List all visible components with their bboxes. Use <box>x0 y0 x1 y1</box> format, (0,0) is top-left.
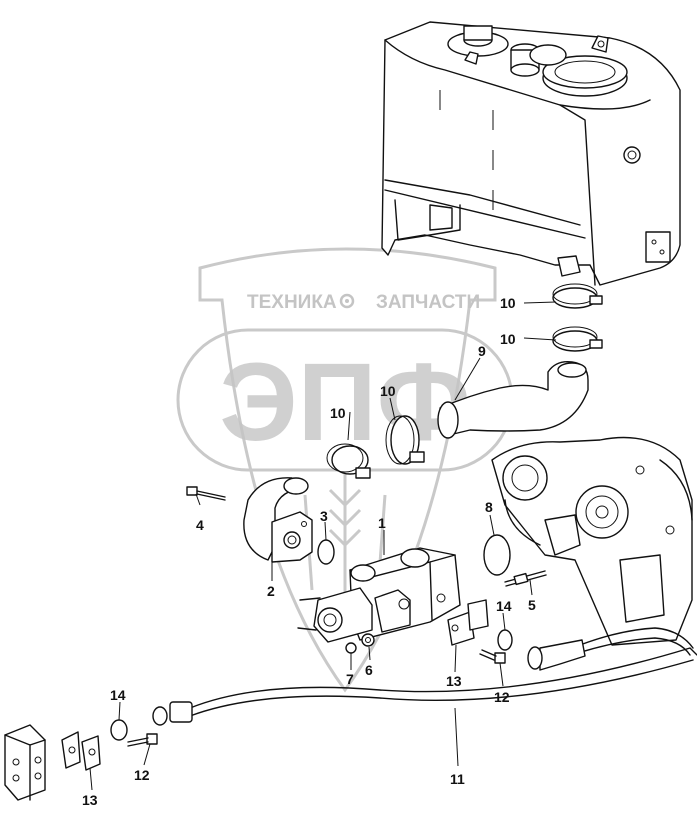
watermark: ТЕХНИКА ЗАПЧАСТИ ЭПФ <box>176 247 514 693</box>
flange-half-13-right <box>447 599 489 646</box>
watermark-logo-letters: ЭПФ <box>219 341 470 464</box>
bolt-12-right <box>479 649 506 664</box>
bolt-4 <box>186 486 226 501</box>
callout-5: 5 <box>528 597 536 613</box>
callout-14-right: 14 <box>496 598 512 614</box>
hose-clamp-10-top-2 <box>552 326 603 352</box>
watermark-text-left: ТЕХНИКА <box>247 292 337 313</box>
hose-clamp-10-mid-1 <box>385 415 425 465</box>
hose-clamp-10-top-1 <box>552 283 603 309</box>
callout-7: 7 <box>346 671 354 687</box>
gear-pump-1 <box>297 547 461 643</box>
callout-14-left: 14 <box>110 687 126 703</box>
o-ring-14-right <box>497 629 513 651</box>
callout-10-mid-1: 10 <box>380 383 396 399</box>
o-ring-3 <box>317 539 335 565</box>
callout-8: 8 <box>485 499 493 515</box>
callout-4: 4 <box>196 517 204 533</box>
leader-lines <box>89 301 557 791</box>
o-ring-8 <box>483 534 511 576</box>
callout-12-left: 12 <box>134 767 150 783</box>
callout-9: 9 <box>478 343 486 359</box>
elbow-2 <box>243 477 313 563</box>
callout-1: 1 <box>378 515 386 531</box>
callout-13-left: 13 <box>82 792 98 808</box>
nut-7 <box>345 642 357 654</box>
nut-6 <box>361 633 375 647</box>
callout-11: 11 <box>450 771 465 787</box>
pressure-hose-11 <box>152 627 697 726</box>
callout-10-top-2: 10 <box>500 331 516 347</box>
callout-2: 2 <box>267 583 275 599</box>
callout-10-top-1: 10 <box>500 295 516 311</box>
callout-6: 6 <box>365 662 373 678</box>
hose-clamp-10-mid-2 <box>326 443 371 479</box>
callout-3: 3 <box>320 508 328 524</box>
gear-icon <box>339 293 355 309</box>
stud-5 <box>504 570 547 587</box>
hydraulic-tank <box>381 21 681 286</box>
bolt-12-left <box>127 733 158 747</box>
callout-13-right: 13 <box>446 673 462 689</box>
suction-hose <box>437 361 589 439</box>
engine-housing <box>491 436 693 646</box>
watermark-text-right: ЗАПЧАСТИ <box>376 292 480 313</box>
callout-10-mid-2: 10 <box>330 405 346 421</box>
flange-half-13-left <box>61 731 101 771</box>
manifold-block <box>4 724 46 801</box>
o-ring-14-left <box>110 719 128 741</box>
callout-labels: 10 10 9 10 10 4 2 3 1 8 5 6 7 14 13 12 1… <box>82 295 536 808</box>
callout-12-right: 12 <box>494 689 510 705</box>
